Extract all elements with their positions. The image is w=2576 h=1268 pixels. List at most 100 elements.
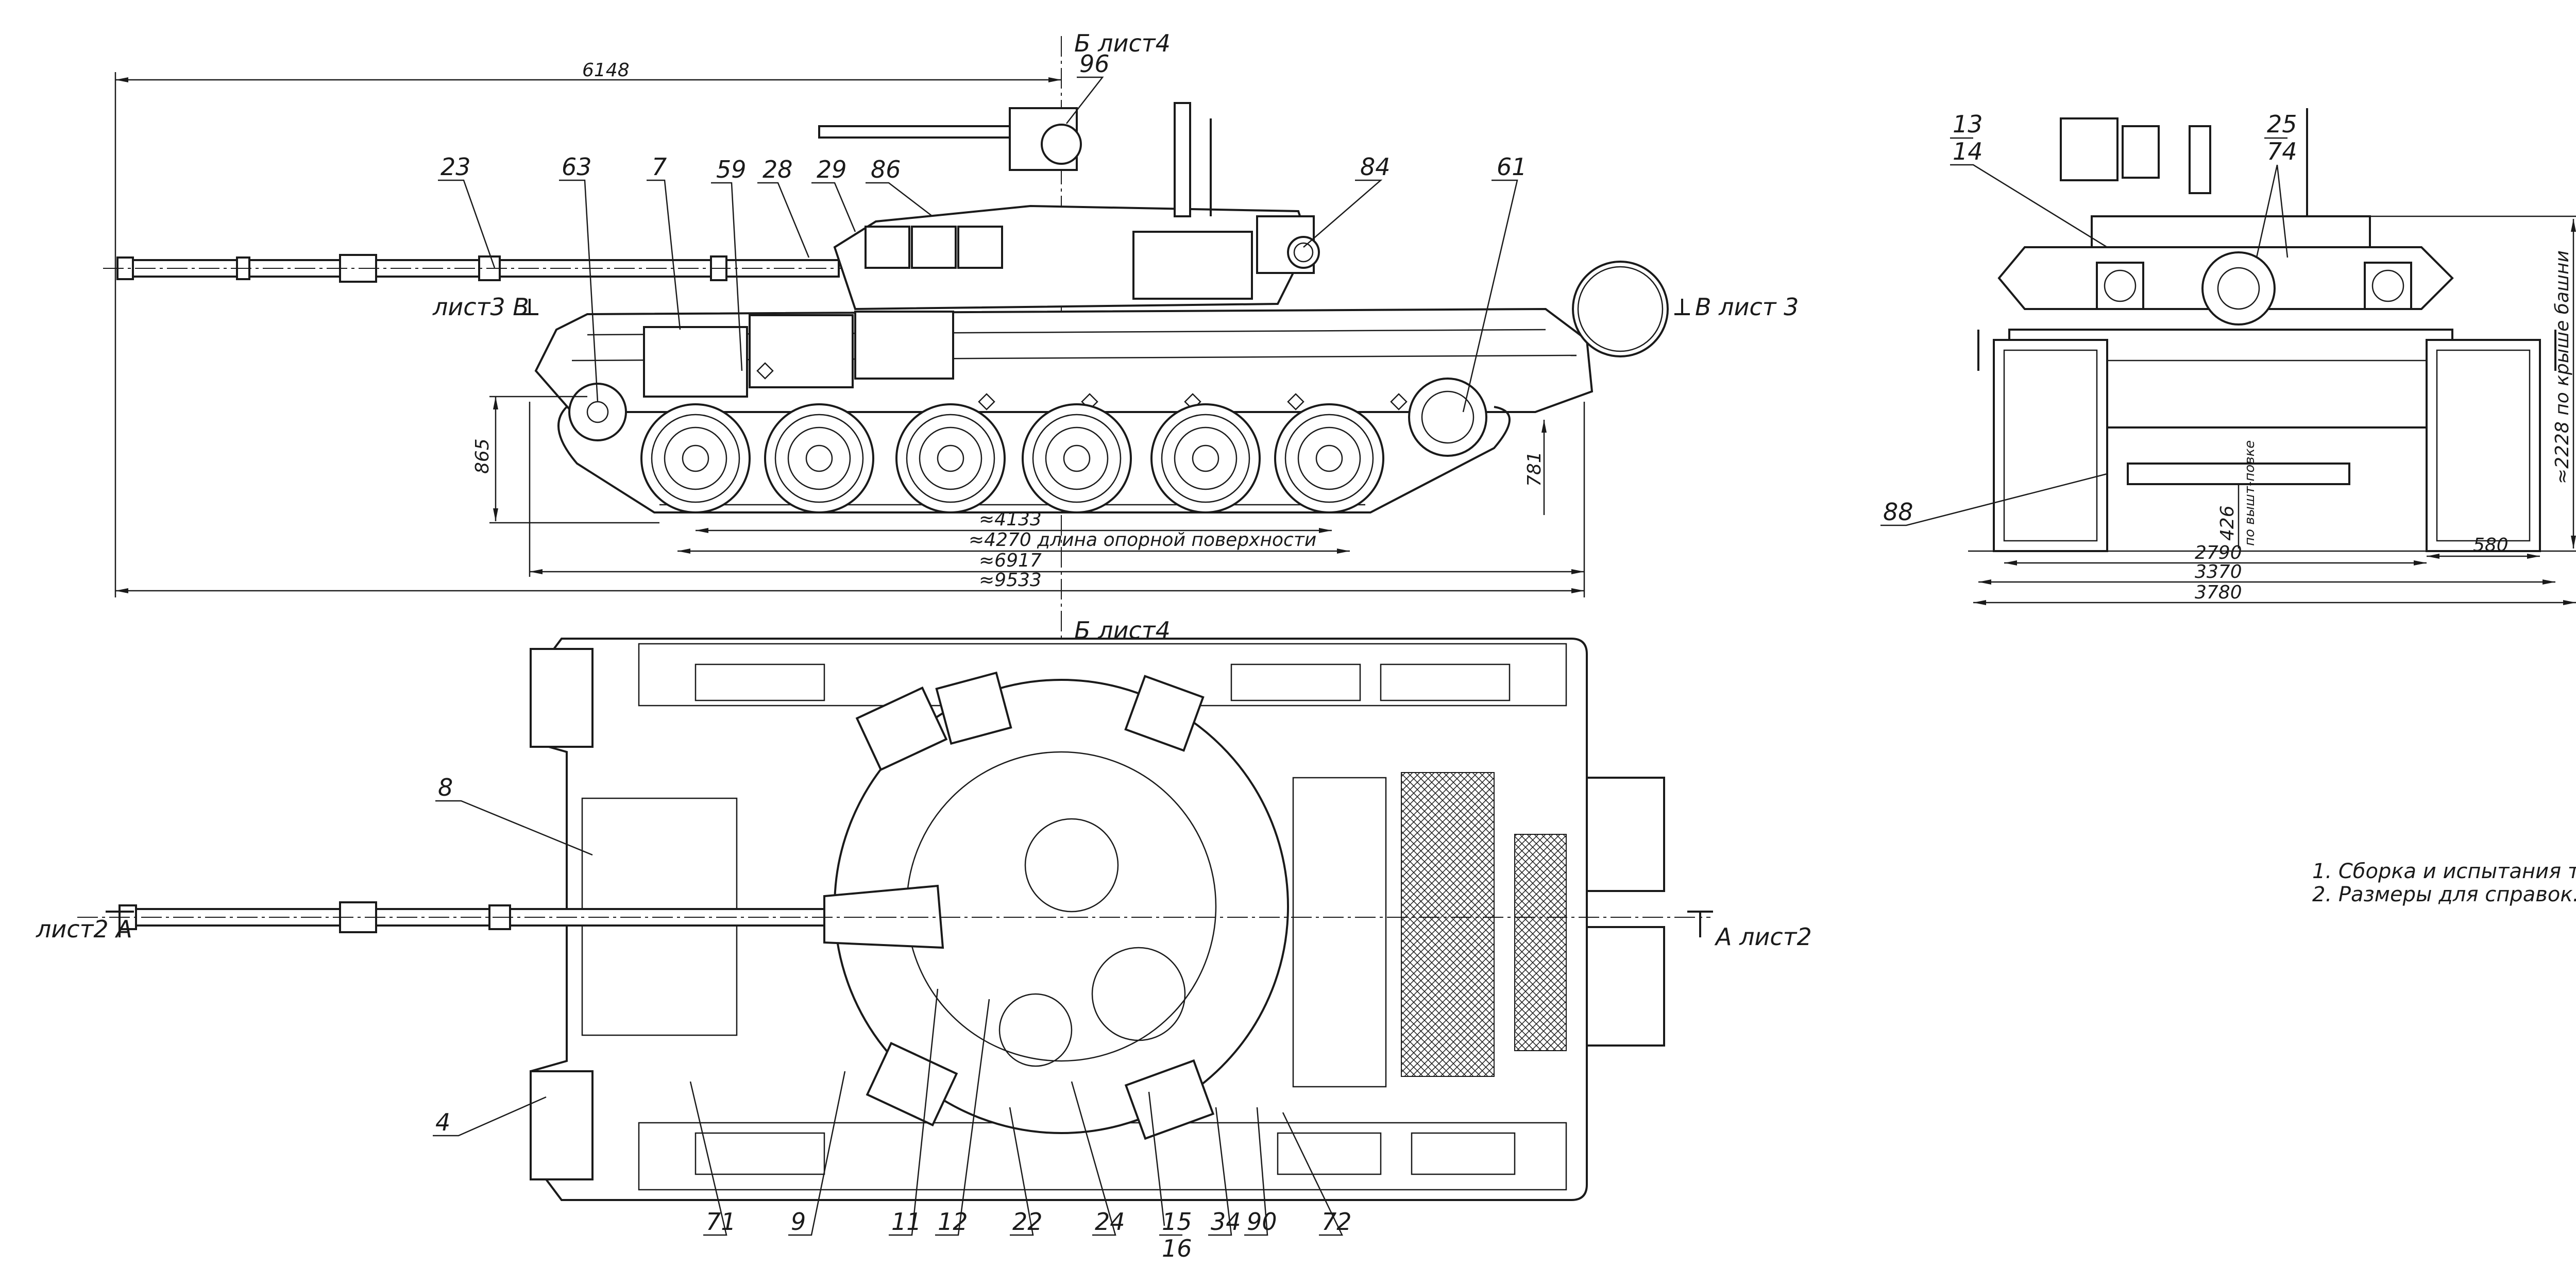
technical-notes: 1. Сборка и испытания танка по 188.ТУ1-3… [2312,860,2576,906]
callout: 96 [1066,50,1110,124]
section-v-left-label: лист3 В [432,293,529,321]
svg-text:86: 86 [871,156,901,183]
dim-track-contact: ≈4133 [979,509,1042,530]
note-2: 2. Размеры для справок. [2312,883,2576,906]
callout: 24 [1071,1081,1125,1236]
dim-clearance-note: по вышт-повке [2242,440,2258,546]
section-a-left-label: лист2 А [36,915,132,943]
svg-text:23: 23 [440,153,471,181]
svg-text:59: 59 [716,156,747,183]
callout: 72 [1282,1112,1352,1236]
svg-text:72: 72 [1321,1208,1352,1236]
dim-gun-overhang: 6148 [582,60,630,81]
callout: 28 [757,156,810,258]
section-a-right-label: А лист2 [1714,923,1812,951]
road-wheel [764,403,874,513]
side-dimensions: ≈4133 ≈4270 длина опорной поверхности ≈6… [115,396,1585,597]
dim-track-width: 580 [2473,535,2509,556]
rear-fuel-drum [1586,777,1665,892]
dim-support-length: ≈4270 длина опорной поверхности [969,529,1316,551]
callout: 7 [647,153,681,330]
svg-text:8: 8 [438,774,453,801]
front-roller [1572,261,1669,357]
svg-text:4: 4 [435,1108,450,1136]
callout: 22 [1009,1107,1043,1236]
callout: 11 [889,988,939,1236]
side-callouts: 23 63 7 59 28 29 86 96 84 61 [438,50,1527,413]
dim-track-gauge: 2790 [2195,542,2242,563]
svg-text:61: 61 [1497,153,1527,181]
idler-wheel [568,383,627,441]
side-view: 6148 Б лист4 Б лист4 [103,29,1799,644]
left-fender-front [530,648,594,748]
right-track-front [2426,339,2541,552]
rear-fuel-drum [1586,926,1665,1047]
top-view: лист2 А А лист2 8 4 71 9 11 12 22 24 151… [36,638,1812,1262]
callout: 59 [711,156,747,371]
svg-text:28: 28 [762,156,793,183]
svg-text:12: 12 [938,1208,968,1236]
svg-text:63: 63 [562,153,592,181]
road-wheel [1150,403,1261,513]
road-wheel [1274,403,1384,513]
svg-text:96: 96 [1079,50,1110,78]
road-wheel [640,403,751,513]
callout: 23 [438,153,496,268]
svg-text:9: 9 [791,1208,806,1236]
svg-text:11: 11 [891,1208,922,1236]
dim-rear-height: 865 [472,438,493,474]
drive-sprocket [1408,378,1487,457]
turret-front [1997,108,2454,325]
main-gun-top [77,884,1710,949]
callout: 86 [866,156,933,217]
dim-clearance: 426 [2217,505,2238,541]
svg-text:15: 15 [1162,1208,1192,1236]
dim-hull-length: ≈6917 [979,550,1042,571]
svg-text:88: 88 [1883,498,1913,526]
svg-text:16: 16 [1162,1235,1192,1262]
callout: 4 [433,1096,547,1137]
dim-overall-length: ≈9533 [979,570,1042,591]
callout: 12 [935,999,990,1236]
svg-text:7: 7 [652,153,667,181]
svg-text:13: 13 [1953,110,1983,138]
callout: 9 [788,1071,846,1236]
road-wheel [895,403,1006,513]
note-1: 1. Сборка и испытания танка по 188.ТУ1-3… [2312,860,2576,883]
running-gear [557,378,1511,513]
turret-side [818,102,1320,311]
engine-grille [1401,772,1495,1077]
callout: 61 [1462,153,1527,413]
dim-front-height: 781 [1524,451,1545,487]
svg-text:24: 24 [1095,1208,1125,1236]
svg-text:22: 22 [1012,1208,1043,1236]
svg-text:14: 14 [1953,138,1983,165]
callout: 90 [1244,1107,1277,1236]
svg-text:29: 29 [817,156,847,183]
callout: 8 [435,774,593,856]
lower-plate [2127,462,2350,485]
callout: 29 [811,156,856,232]
engine-grille [1514,834,1567,1051]
callout: 71 [689,1081,736,1236]
right-fender-front [530,1070,594,1180]
svg-text:84: 84 [1360,153,1391,181]
left-track-front [1993,339,2108,552]
callout: 63 [559,153,599,402]
section-b-top-label: Б лист4 [1074,29,1171,57]
callout-88: 88 [1880,473,2108,526]
dim-hull-width: 3370 [2195,561,2242,582]
svg-text:34: 34 [1211,1208,1241,1236]
svg-text:74: 74 [2267,138,2297,165]
road-wheel [1022,403,1132,513]
callout: 84 [1303,153,1391,248]
dim-height: ≈2228 по крыше башни [2552,250,2573,484]
main-gun-barrel [103,254,876,283]
callout: 34 [1208,1107,1241,1236]
svg-text:25: 25 [2267,110,2297,138]
